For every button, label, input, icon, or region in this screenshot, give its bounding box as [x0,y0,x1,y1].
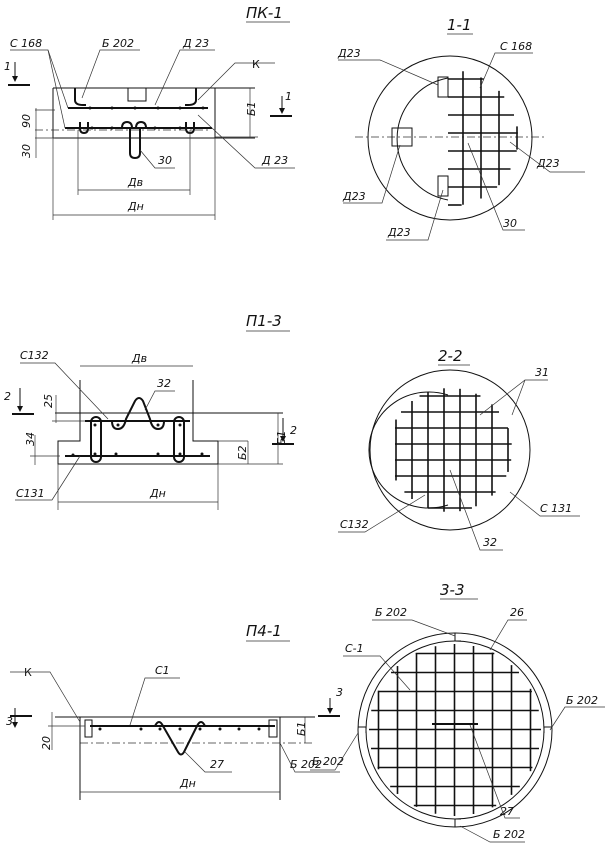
cut-label: 2 [4,390,11,403]
plan-title: 3-3 [440,581,465,599]
plan-title: 2-2 [438,347,463,365]
dim-dn: Дн [179,777,196,790]
label-b202: Б 202 [290,758,322,771]
label-d23: Д23 [536,157,560,170]
label-b202: Б 202 [102,37,134,50]
dim-dv: Дв [131,352,147,365]
dim-b2: Б2 [236,445,249,460]
plan-title: 1-1 [447,16,472,34]
cut-label: 3 [6,715,13,728]
label-30: 30 [503,217,517,230]
label-27: 27 [500,805,514,818]
dim-dv: Дв [127,176,143,189]
label-d23: Д 23 [261,154,288,167]
label-c168: С 168 [500,40,532,53]
label-d23: Д23 [387,226,411,239]
dim-34: 34 [24,432,37,446]
label-d23: Д23 [337,47,361,60]
section-1-1-plan: 1-1 Д23 С 168 Д23 Д23 Д23 30 [337,16,585,241]
cut-label: 1 [4,60,11,73]
label-c132: С132 [20,349,49,362]
dim-20: 20 [40,736,53,750]
dim-b1: Б1 [275,430,288,445]
label-26: 26 [510,606,524,619]
label-27: 27 [210,758,224,771]
section-2-2-plan: 2-2 31 С132 32 С 131 [338,347,580,551]
label-30: 30 [158,154,172,167]
label-c131: С131 [16,487,45,500]
dim-b1: Б1 [245,101,258,116]
dim-dn: Дн [127,200,144,213]
dim-dn: Дн [149,487,166,500]
dim-90: 90 [20,114,33,128]
label-d23: Д 23 [182,37,209,50]
label-d23: Д23 [342,190,366,203]
label-k: К [24,666,32,679]
label-31: 31 [535,366,549,379]
label-b202: Б 202 [493,828,525,841]
dim-25: 25 [42,394,55,408]
label-c1: С-1 [345,642,364,655]
cut-label: 2 [290,424,297,437]
section-pk1-elevation: ПК-1 1 1 Дв Дн Б1 90 30 [4,4,295,220]
label-c168: С 168 [10,37,42,50]
section-p13-elevation: П1-3 2 2 Дв Дн Б1 Б2 25 34 С132 [4,312,297,510]
section-title: П4-1 [246,622,282,640]
label-b202: Б 202 [566,694,598,707]
label-b202: Б 202 [312,755,344,768]
section-title: ПК-1 [246,4,283,22]
dim-30: 30 [20,144,33,158]
section-3-3-plan: 3-3 Б 202 26 С-1 Б 202 Б 202 27 Б 202 [310,581,605,843]
cut-label: 3 [336,686,343,699]
mesh-c131-c132 [395,388,512,512]
label-c132: С132 [340,518,369,531]
dim-b1: Б1 [295,721,308,736]
label-k: К [252,58,260,71]
label-b202: Б 202 [375,606,407,619]
section-p41-elevation: П4-1 3 3 Дн Б1 20 К С1 27 Б 202 [6,622,343,800]
mesh-c1 [369,644,541,816]
mesh-c168 [448,71,518,206]
label-32: 32 [483,536,497,549]
label-32: 32 [157,377,171,390]
cut-label: 1 [285,90,292,103]
label-c1: С1 [155,664,170,677]
label-c131: С 131 [540,502,572,515]
section-title: П1-3 [246,312,282,330]
